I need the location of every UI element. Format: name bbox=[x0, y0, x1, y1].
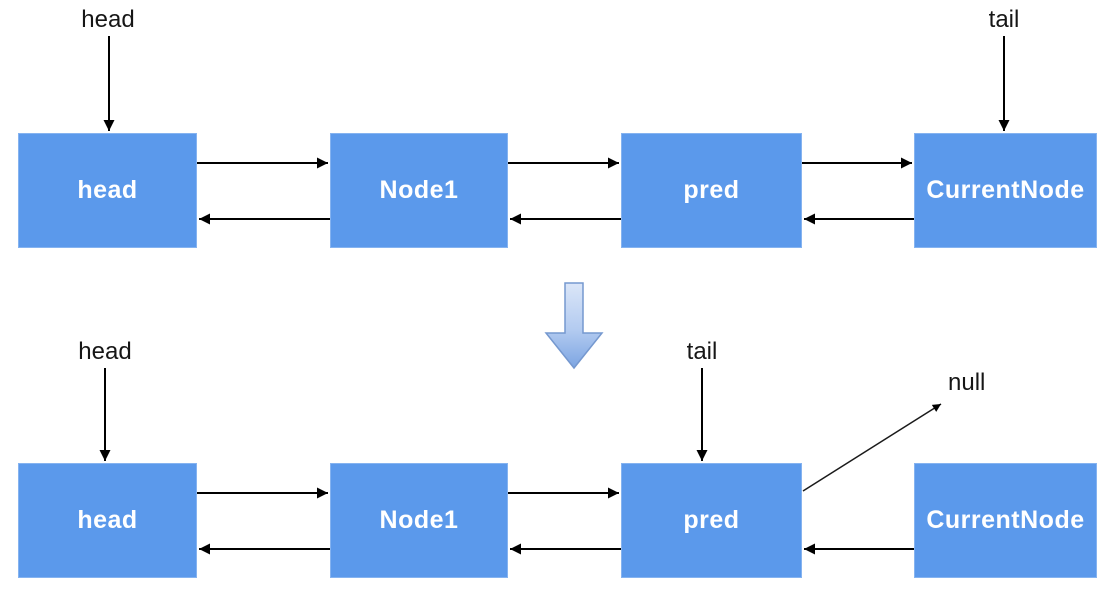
top-node-pred: pred bbox=[621, 133, 802, 248]
bottom-head-pointer-label: head bbox=[78, 338, 132, 365]
bottom-node-head: head bbox=[18, 463, 197, 578]
top-tail-pointer-label: tail bbox=[988, 6, 1020, 33]
bottom-pred-next-null-arrow bbox=[802, 403, 942, 492]
bottom-node-currentnode: CurrentNode bbox=[914, 463, 1097, 578]
bottom-node-node1: Node1 bbox=[330, 463, 508, 578]
top-node-currentnode: CurrentNode bbox=[914, 133, 1097, 248]
top-node-node1: Node1 bbox=[330, 133, 508, 248]
bottom-node-pred: pred bbox=[621, 463, 802, 578]
null-label: null bbox=[948, 369, 986, 396]
big-down-arrow-icon bbox=[544, 282, 604, 370]
top-head-pointer-label: head bbox=[81, 6, 135, 33]
top-node-head: head bbox=[18, 133, 197, 248]
bottom-tail-pointer-label: tail bbox=[686, 338, 718, 365]
